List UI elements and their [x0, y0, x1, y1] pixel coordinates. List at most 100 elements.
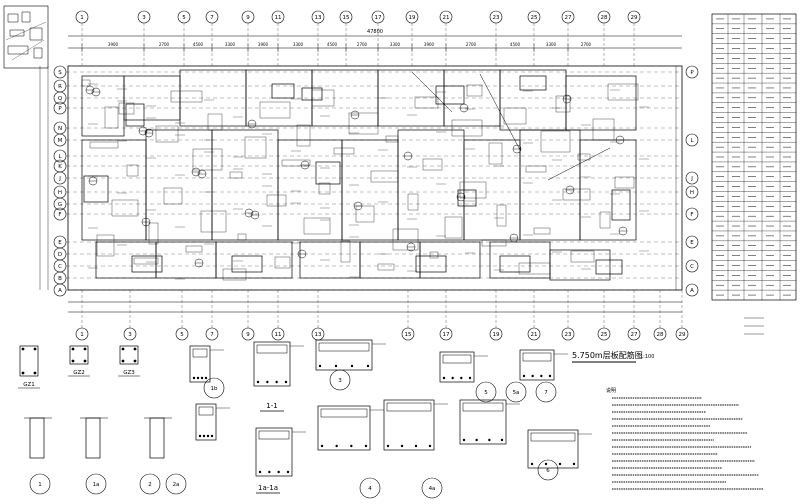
row-axis-left-N: N: [53, 121, 67, 135]
axis-label: 1: [80, 15, 84, 21]
axis-label: 13: [315, 15, 322, 21]
top-dimension: 3300: [225, 42, 236, 47]
detail-callout-6: 6: [537, 459, 559, 481]
top-dimension: 3900: [258, 42, 269, 47]
axis-label: 5: [484, 390, 488, 396]
axis-label: 3: [338, 378, 342, 384]
detail-callout-7: 7: [535, 381, 557, 403]
detail-callout-2a: 2a: [165, 473, 187, 495]
column-axis-top-13: 13: [311, 10, 325, 24]
column-axis-top-5: 5: [177, 10, 191, 24]
section-cut-label: 1a-1a: [258, 484, 278, 492]
axis-label: 27: [631, 332, 638, 338]
axis-label: E: [58, 240, 62, 246]
row-axis-left-A: A: [53, 283, 67, 297]
axis-label: S: [58, 70, 62, 76]
axis-label: 9: [246, 332, 250, 338]
column-axis-bottom-15: 15: [401, 327, 415, 341]
column-axis-bottom-7: 7: [205, 327, 219, 341]
key-plan: [3, 5, 49, 69]
axis-label: 21: [443, 15, 450, 21]
top-dimension: 3900: [108, 42, 119, 47]
axis-label: 19: [409, 15, 416, 21]
column-axis-bottom-1: 1: [75, 327, 89, 341]
column-section-label: GZ1: [23, 382, 35, 388]
top-dimension: 2700: [581, 42, 592, 47]
axis-label: D: [58, 252, 62, 258]
axis-label: M: [58, 138, 63, 144]
row-axis-bubbles-right: P L JH F E C A: [685, 65, 699, 297]
axis-label: 1: [80, 332, 84, 338]
column-axis-bottom-19: 19: [489, 327, 503, 341]
top-dimension: 2700: [357, 42, 368, 47]
top-dimension: 4500: [510, 42, 521, 47]
column-axis-bottom-29: 29: [675, 327, 689, 341]
axis-label: 25: [601, 332, 608, 338]
top-dimension: 3900: [424, 42, 435, 47]
detail-callout-1: 1: [29, 473, 51, 495]
row-axis-right-J: J: [685, 171, 699, 185]
column-section-label: GZ2: [73, 370, 85, 376]
plan-linework: [39, 66, 677, 290]
row-axis-right-F: F: [685, 207, 699, 221]
axis-label: 3: [142, 15, 146, 21]
axis-label: Q: [58, 96, 63, 102]
rebar-legend-table: [711, 13, 797, 301]
drawing-title: 5.750m层板配筋图: [572, 350, 643, 360]
axis-label: 9: [246, 15, 250, 21]
axis-label: 2: [148, 482, 152, 488]
column-axis-bottom-13: 13: [311, 327, 325, 341]
row-axis-left-J: J: [53, 171, 67, 185]
column-axis-bottom-3: 3: [123, 327, 137, 341]
axis-label: 23: [565, 332, 572, 338]
row-axis-right-L: L: [685, 133, 699, 147]
drawing-scale: 1:100: [640, 354, 654, 360]
axis-label: N: [58, 126, 62, 132]
overall-dimension: 47800: [367, 29, 383, 35]
axis-label: F: [690, 212, 693, 218]
axis-label: 23: [493, 15, 500, 21]
column-axis-top-23: 23: [489, 10, 503, 24]
column-axis-top-19: 19: [405, 10, 419, 24]
top-dimension: 3300: [546, 42, 557, 47]
axis-label: 17: [443, 332, 450, 338]
row-axis-right-P: P: [685, 65, 699, 79]
top-dimension: 2700: [159, 42, 170, 47]
horizontal-grid-lines: [66, 71, 682, 291]
row-axis-left-G: G: [53, 197, 67, 211]
detail-callout-3: 3: [329, 369, 351, 391]
top-dimension: 3300: [390, 42, 401, 47]
column-axis-top-15: 15: [339, 10, 353, 24]
row-axis-left-E: E: [53, 235, 67, 249]
axis-label: R: [58, 84, 62, 90]
axis-label: C: [690, 264, 694, 270]
column-axis-bottom-9: 9: [241, 327, 255, 341]
column-axis-top-17: 17: [371, 10, 385, 24]
axis-label: L: [58, 154, 62, 160]
row-axis-right-A: A: [685, 283, 699, 297]
row-axis-right-H: H: [685, 185, 699, 199]
detail-callout-4: 4: [359, 477, 381, 499]
column-axis-top-25: 25: [527, 10, 541, 24]
vertical-grid-lines: [81, 23, 683, 328]
axis-label: 5: [182, 15, 186, 21]
axis-label: 29: [631, 15, 638, 21]
axis-label: 19: [493, 332, 500, 338]
column-axis-top-7: 7: [205, 10, 219, 24]
axis-label: 15: [405, 332, 412, 338]
axis-label: 6: [546, 468, 550, 474]
axis-label: A: [690, 288, 694, 294]
column-axis-top-1: 1: [75, 10, 89, 24]
row-axis-left-L: L: [53, 149, 67, 163]
row-axis-right-E: E: [685, 235, 699, 249]
detail-callout-5: 5: [475, 381, 497, 403]
column-axis-top-3: 3: [137, 10, 151, 24]
column-axis-top-28: 28: [597, 10, 611, 24]
axis-label: J: [58, 176, 61, 182]
axis-label: 11: [275, 15, 282, 21]
axis-label: 15: [343, 15, 350, 21]
column-axis-top-11: 11: [271, 10, 285, 24]
